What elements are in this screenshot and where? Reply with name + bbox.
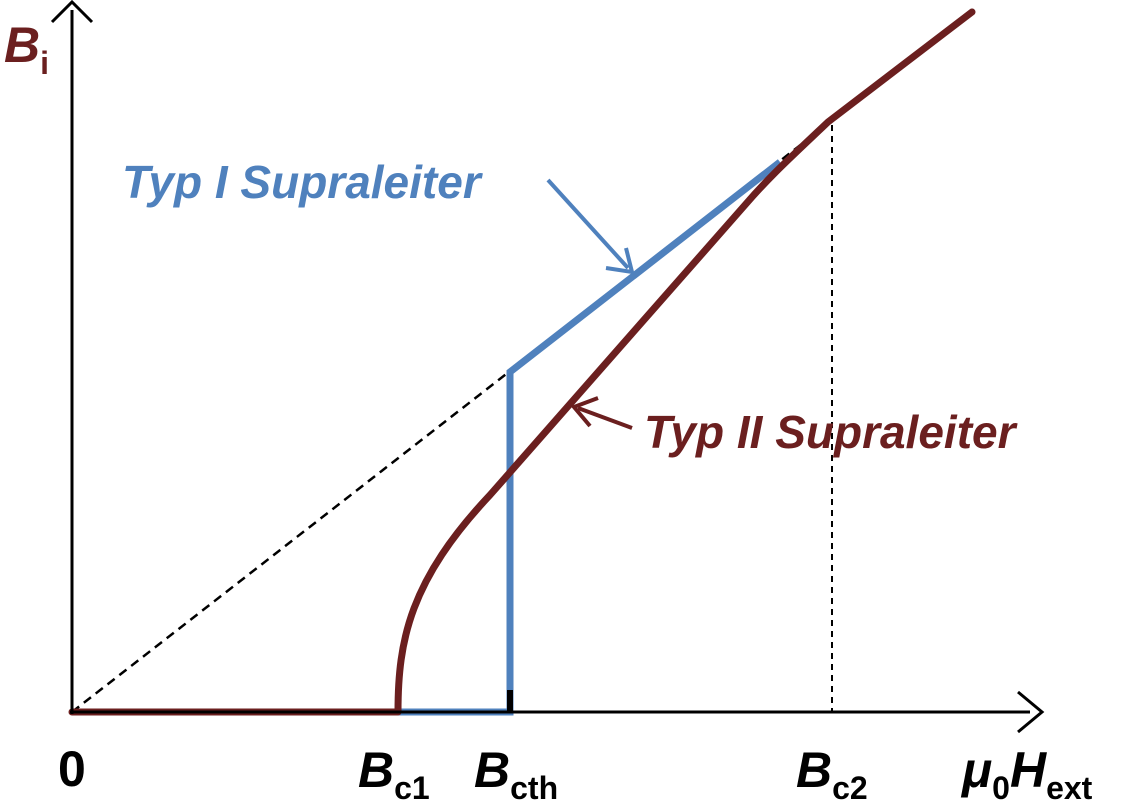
tick-label-bc1: Bc1 [358,742,430,802]
x-axis-arrowhead [1017,690,1045,734]
type1-annotation-arrowhead [605,247,635,275]
type2-annotation-arrowhead [570,396,599,428]
y-axis-arrowhead [50,0,94,24]
tick-label-bc2: Bc2 [796,742,868,802]
y-axis-label: Bi [4,17,49,81]
type1-annotation-arrow [546,178,630,270]
type2-label: Typ II Supraleiter [644,406,1018,458]
x-axis-label: μ0Hext [960,742,1093,802]
type2-curve [68,8,976,716]
tick-label-bcth: Bcth [474,742,558,802]
type2-annotation-arrow [577,406,633,430]
origin-label: 0 [58,741,86,797]
type1-label: Typ I Supraleiter [122,156,483,208]
